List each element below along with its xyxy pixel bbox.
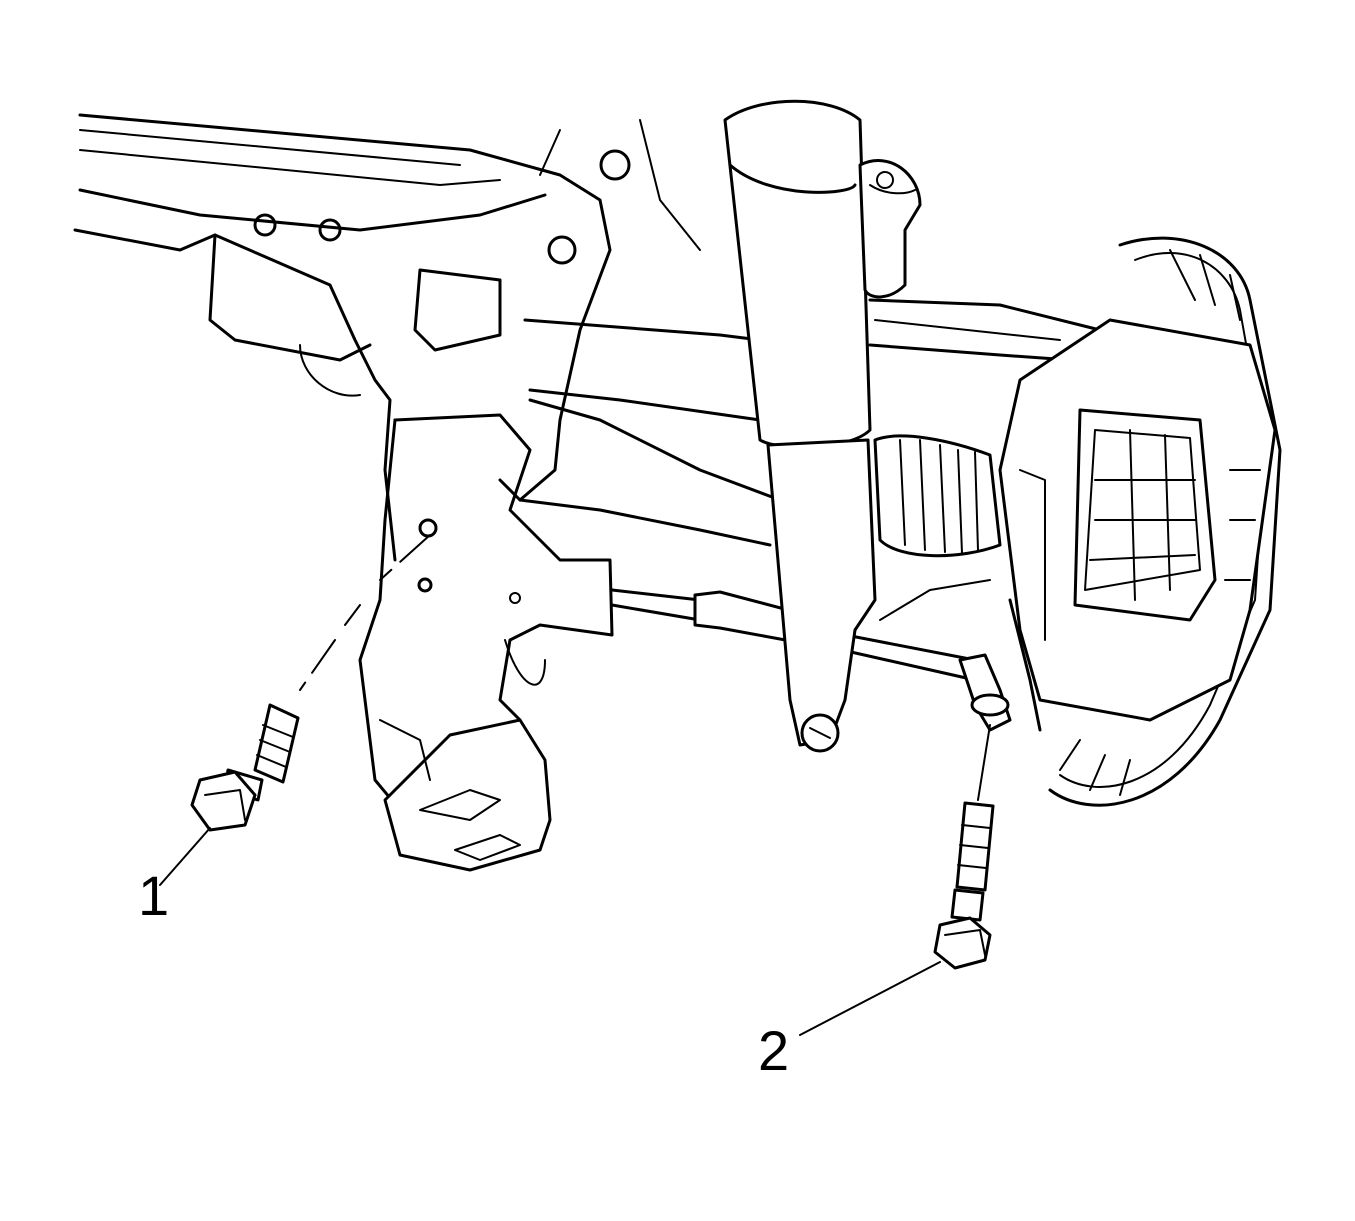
spring-seat bbox=[858, 159, 922, 299]
cv-boot bbox=[873, 434, 1002, 558]
callout-1-label: 1 bbox=[138, 864, 169, 927]
shock-absorber bbox=[723, 99, 877, 753]
callout-2-leader bbox=[799, 961, 941, 1036]
bolt-2 bbox=[933, 724, 995, 970]
lower-bracket bbox=[358, 413, 614, 872]
subframe bbox=[73, 113, 762, 562]
upper-control-arm bbox=[868, 298, 1102, 362]
knuckle bbox=[879, 579, 1042, 732]
callout-leaders bbox=[159, 827, 941, 1036]
callout-1-leader bbox=[159, 827, 211, 886]
bolt-1 bbox=[190, 534, 431, 832]
brake-caliper bbox=[998, 318, 1277, 722]
callout-2-label: 2 bbox=[758, 1019, 789, 1082]
